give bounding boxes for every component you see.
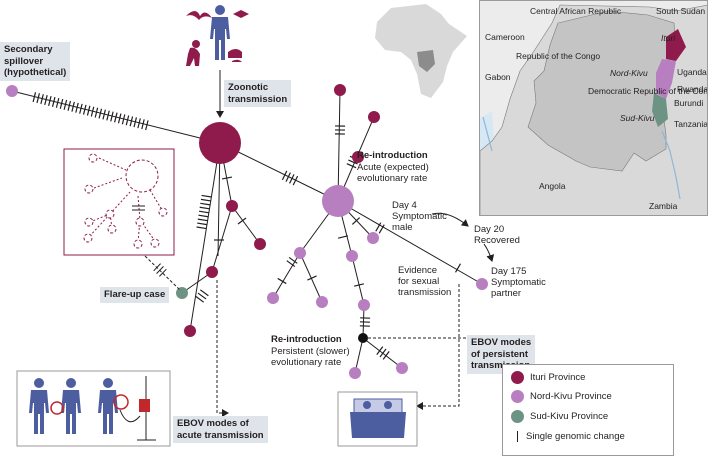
node-nord-kivu [346, 250, 358, 262]
map-label-republic-of-congo: Republic of the Congo [516, 51, 601, 61]
reintroduction-persistent-title: Re-introduction [271, 334, 342, 345]
legend-label: Single genomic change [526, 431, 625, 442]
node-main-ituri [199, 122, 241, 164]
map-label-burundi: Burundi [674, 98, 704, 108]
secondary-spillover-label: Secondary spillover (hypothetical) [0, 42, 71, 81]
nord-kivu-swatch [511, 390, 524, 403]
node-ituri [368, 111, 380, 123]
node-day4-symptomatic-male [367, 232, 379, 244]
acute-transmission-modes-label: EBOV modes of acute transmission [173, 416, 268, 443]
zoonotic-host-icons [186, 5, 249, 66]
legend-label: Sud-Kivu Province [530, 411, 609, 422]
map-label-cameroon: Cameroon [485, 32, 525, 42]
reintroduction-persistent-description: Persistent (slower) evolutionary rate [271, 346, 350, 368]
node-nord-kivu [349, 367, 361, 379]
annotation-arrows [216, 70, 495, 417]
node-ituri [334, 84, 346, 96]
node-persistent-reintroduction [358, 333, 368, 343]
day20-label: Day 20 Recovered [474, 224, 520, 246]
node-nord-kivu [294, 247, 306, 259]
map-label-sud-kivu: Sud-Kivu [620, 113, 655, 123]
node-nord-kivu [316, 296, 328, 308]
map-label-nord-kivu: Nord-Kivu [610, 68, 648, 78]
map-label-car: Central African Republic [530, 6, 622, 16]
node-main-nord-kivu [322, 185, 354, 217]
node-secondary-spillover [6, 85, 18, 97]
sexual-transmission-evidence-label: Evidence for sexual transmission [398, 265, 452, 298]
map-label-uganda: Uganda [677, 67, 707, 77]
node-nord-kivu [358, 299, 370, 311]
map-label-rwanda: Rwanda [677, 84, 708, 94]
hypothetical-inset [63, 148, 181, 291]
map-label-angola: Angola [539, 181, 566, 191]
node-ituri [352, 151, 364, 163]
node-ituri [184, 325, 196, 337]
drc-map: Central African Republic South Sudan Cam… [479, 0, 708, 216]
legend-item-ituri: Ituri Province [511, 371, 585, 384]
legend-label: Nord-Kivu Province [530, 391, 612, 402]
node-ituri [254, 238, 266, 250]
node-nord-kivu [267, 292, 279, 304]
map-label-ituri: Ituri [661, 33, 676, 43]
node-nord-kivu [396, 362, 408, 374]
reintroduction-acute-description: Acute (expected) evolutionary rate [357, 162, 429, 184]
map-label-south-sudan: South Sudan [656, 6, 706, 16]
node-ituri [226, 200, 238, 212]
sud-kivu-swatch [511, 410, 524, 423]
map-label-zambia: Zambia [649, 201, 678, 211]
genomic-change-tick-icon [517, 431, 518, 442]
reintroduction-acute-title: Re-introduction [357, 150, 428, 161]
zoonotic-transmission-label: Zoonotic transmission [224, 80, 292, 107]
legend-item-genomic-change: Single genomic change [511, 431, 625, 442]
node-day175-partner [476, 278, 488, 290]
day4-label: Day 4 Symptomatic male [392, 200, 447, 233]
network-nodes [6, 84, 488, 379]
acute-transmission-icon [16, 370, 171, 447]
persistent-transmission-icon [337, 391, 418, 447]
legend-label: Ituri Province [530, 372, 586, 383]
node-flare-up-sud-kivu [176, 287, 188, 299]
map-label-drc: Democratic Republic of the Congo [588, 86, 708, 96]
map-label-tanzania: Tanzania [674, 119, 708, 129]
legend-item-sud-kivu: Sud-Kivu Province [511, 410, 608, 423]
node-ituri [206, 266, 218, 278]
ituri-swatch [511, 371, 524, 384]
legend: Ituri Province Nord-Kivu Province Sud-Ki… [502, 364, 674, 456]
flare-up-case-label: Flare-up case [100, 287, 170, 303]
legend-item-nord-kivu: Nord-Kivu Province [511, 390, 612, 403]
map-label-gabon: Gabon [485, 72, 511, 82]
day175-label: Day 175 Symptomatic partner [491, 266, 546, 299]
africa-locator-map [375, 4, 467, 98]
